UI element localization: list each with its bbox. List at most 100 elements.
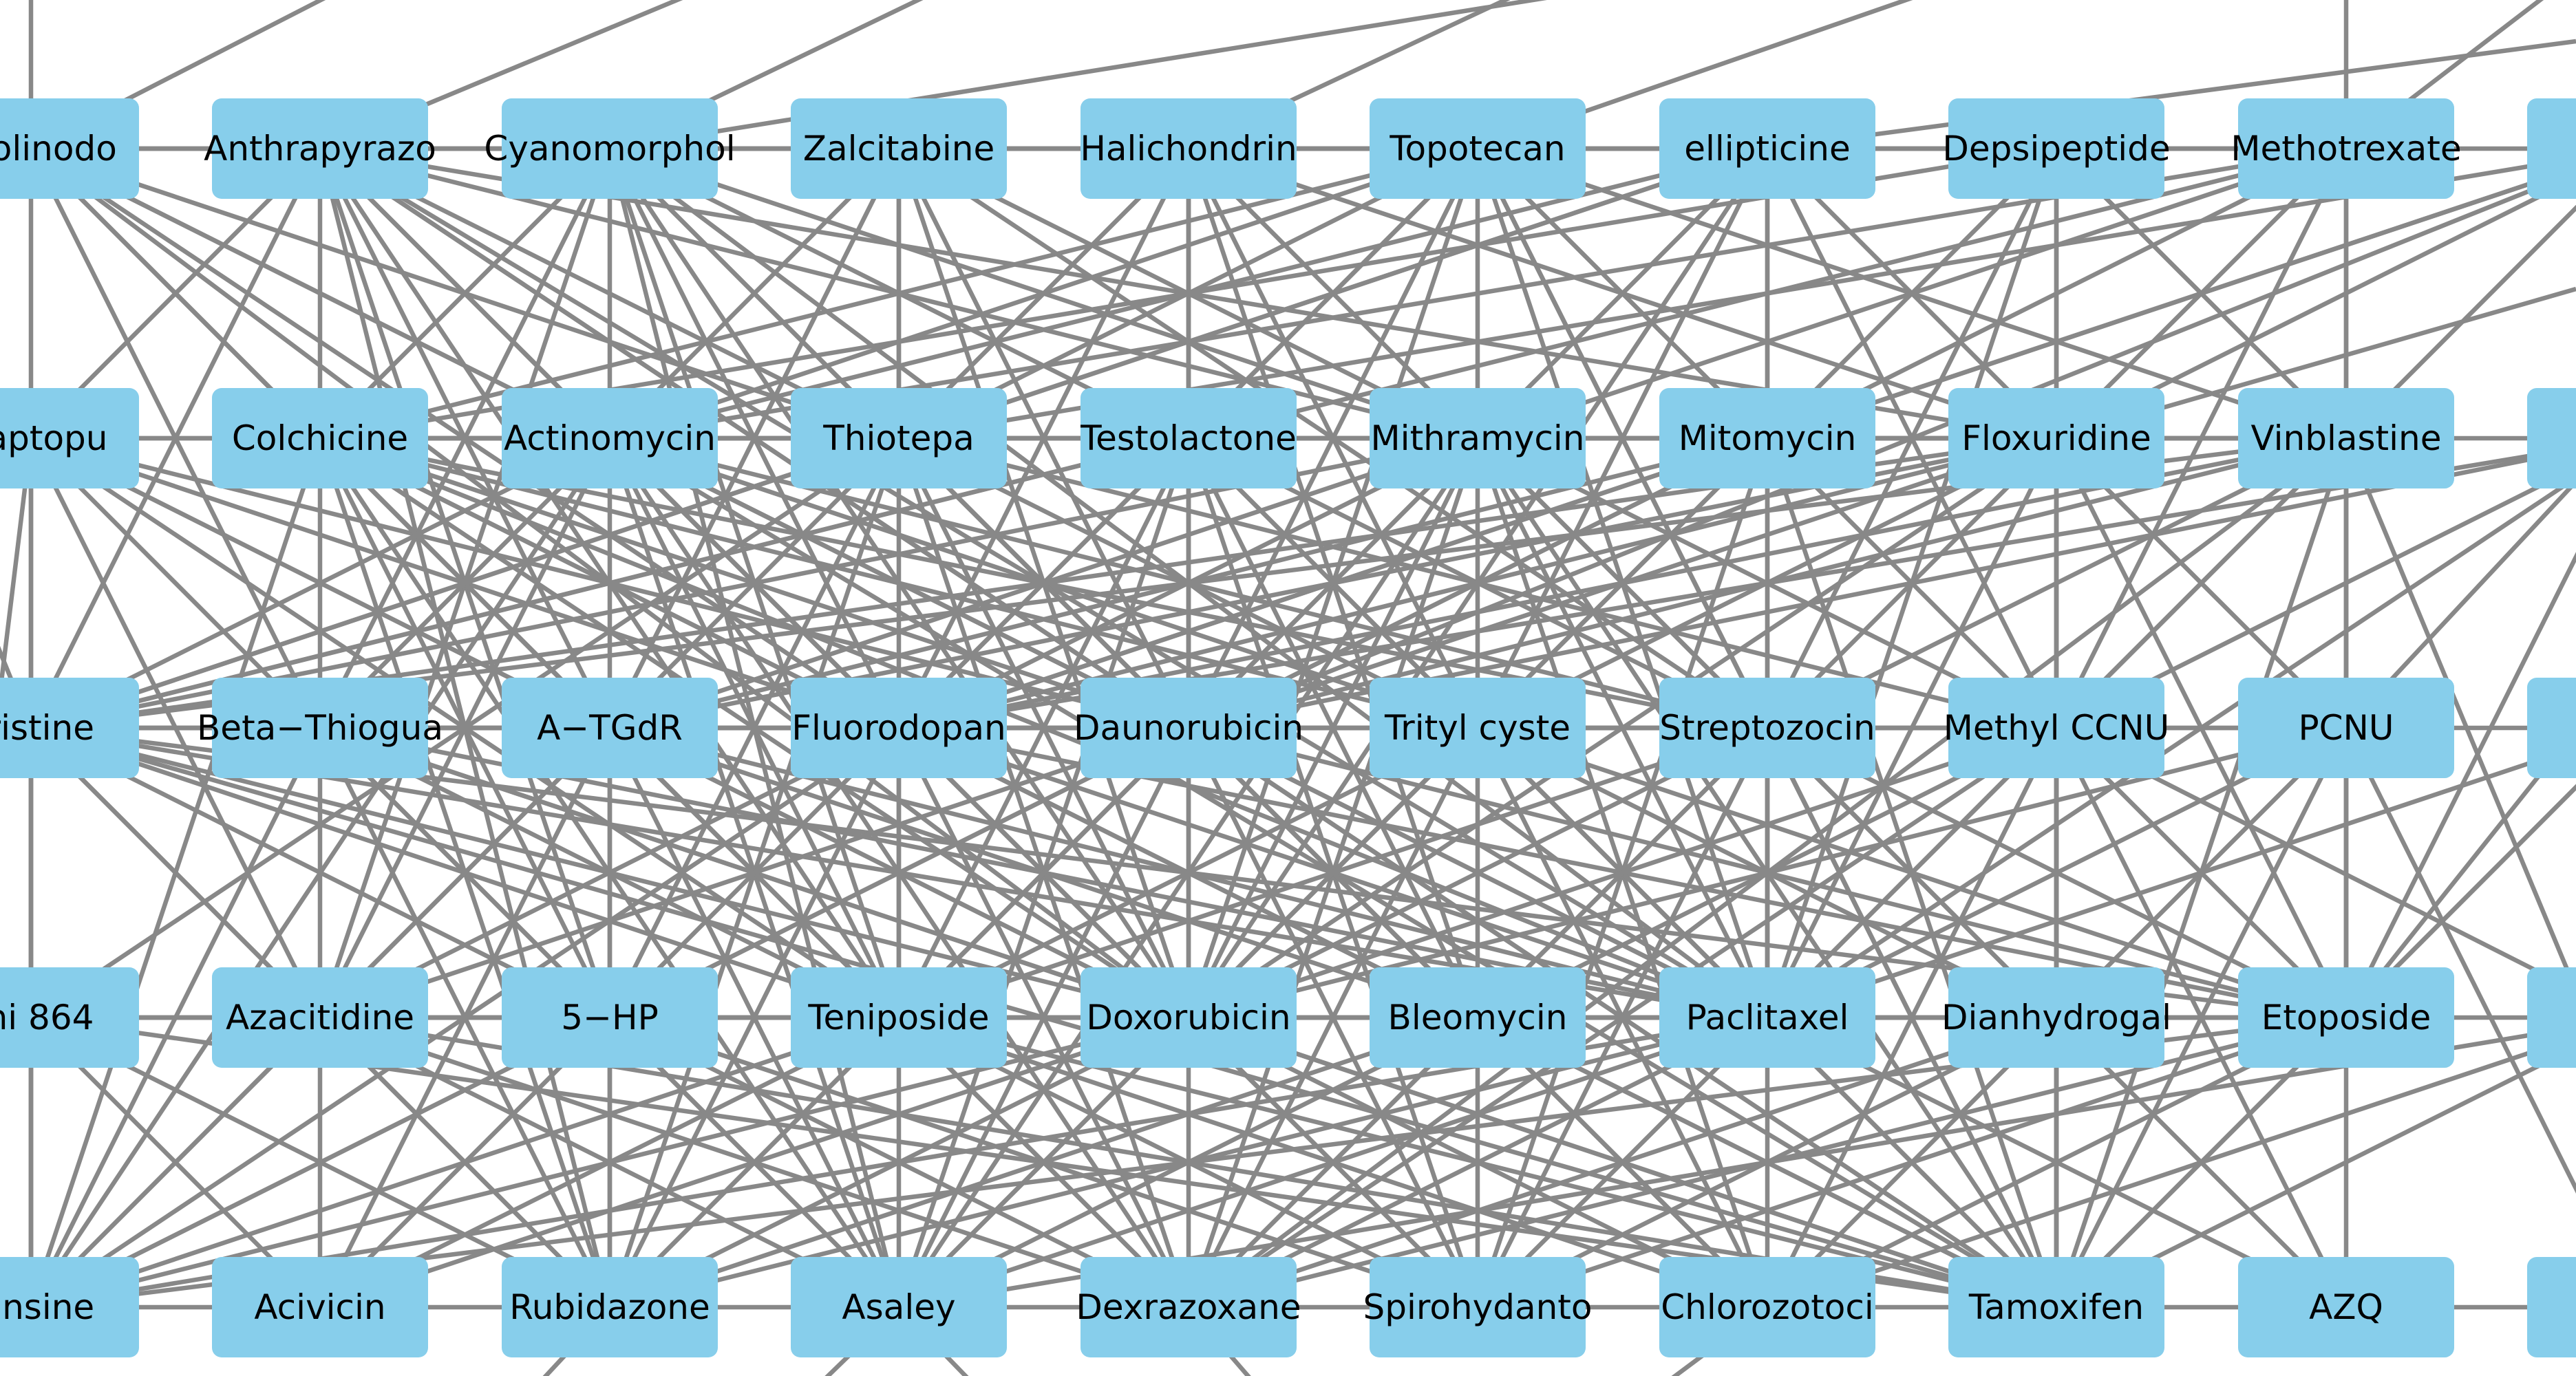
graph-node[interactable]: Depsipeptide [1942,98,2171,199]
node-box[interactable] [1948,678,2164,778]
graph-node[interactable]: cristine [0,678,139,778]
node-box[interactable] [502,388,718,488]
graph-node[interactable]: Beta−Thiogua [197,678,443,778]
node-box[interactable] [1948,98,2164,199]
graph-node[interactable]: shi 864 [0,967,139,1068]
graph-node[interactable]: Anthrapyrazo [204,98,436,199]
graph-node[interactable]: Asaley [791,1257,1007,1357]
graph-node[interactable]: Cholinodo [0,98,139,199]
node-box[interactable] [502,98,718,199]
node-box[interactable] [0,678,139,778]
node-box[interactable] [2527,1257,2576,1357]
graph-node[interactable]: PCNU [2238,678,2454,778]
node-box[interactable] [212,388,428,488]
graph-node[interactable]: ellipticine [1659,98,1875,199]
graph-node[interactable]: Azacitidine [212,967,428,1068]
graph-node[interactable]: N−P [2527,1257,2576,1357]
node-box[interactable] [791,98,1007,199]
graph-node[interactable]: Teniposide [791,967,1007,1068]
node-box[interactable] [0,98,139,199]
node-box[interactable] [1370,388,1586,488]
graph-node[interactable]: Colchicine [212,388,428,488]
node-box[interactable] [502,967,718,1068]
node-box[interactable] [2238,967,2454,1068]
graph-node[interactable]: 5−HP [502,967,718,1068]
node-box[interactable] [791,678,1007,778]
graph-node[interactable]: Paclitaxel [1659,967,1875,1068]
node-box[interactable] [1370,98,1586,199]
node-box[interactable] [1370,1257,1586,1357]
graph-node[interactable] [2527,678,2576,778]
graph-node[interactable]: Floxuridine [1948,388,2164,488]
node-box[interactable] [1370,678,1586,778]
graph-node[interactable]: Cyanomorphol [484,98,736,199]
graph-node[interactable]: Fluorodopan [791,678,1007,778]
graph-node[interactable]: Bleomycin [1370,967,1586,1068]
node-box[interactable] [1948,388,2164,488]
node-box[interactable] [212,1257,428,1357]
node-box[interactable] [1659,98,1875,199]
graph-node[interactable]: Trityl cyste [1370,678,1586,778]
node-box[interactable] [2527,678,2576,778]
graph-node[interactable]: T [2527,967,2576,1068]
node-box[interactable] [2238,1257,2454,1357]
graph-node[interactable]: Dianhydrogal [1941,967,2171,1068]
node-box[interactable] [212,98,428,199]
node-box[interactable] [1659,967,1875,1068]
node-box[interactable] [1081,1257,1297,1357]
node-box[interactable] [1370,967,1586,1068]
graph-node[interactable]: Mitomycin [1659,388,1875,488]
node-box[interactable] [2527,967,2576,1068]
node-box[interactable] [1081,388,1297,488]
graph-node[interactable]: AZQ [2238,1257,2454,1357]
graph-node[interactable]: Streptozocin [1659,678,1875,778]
node-box[interactable] [2238,678,2454,778]
node-box[interactable] [791,967,1007,1068]
graph-node[interactable]: 6-T [2527,98,2576,199]
node-box[interactable] [1081,967,1297,1068]
node-box[interactable] [2527,388,2576,488]
graph-node[interactable]: Tamoxifen [1948,1257,2164,1357]
graph-node[interactable]: Rubidazone [502,1257,718,1357]
node-box[interactable] [502,678,718,778]
node-box[interactable] [0,388,139,488]
graph-node[interactable]: Cy [2527,388,2576,488]
node-box[interactable] [502,1257,718,1357]
node-box[interactable] [2527,98,2576,199]
graph-node[interactable]: Halichondrin [1080,98,1297,199]
node-box[interactable] [212,967,428,1068]
graph-node[interactable]: Topotecan [1370,98,1586,199]
node-box[interactable] [2238,98,2454,199]
graph-node[interactable]: rcaptopu [0,388,139,488]
graph-node[interactable]: tansine [0,1257,139,1357]
node-box[interactable] [1659,678,1875,778]
node-box[interactable] [1081,98,1297,199]
graph-node[interactable]: Testolactone [1080,388,1297,488]
node-box[interactable] [0,1257,139,1357]
node-box[interactable] [1659,388,1875,488]
node-box[interactable] [0,967,139,1068]
graph-node[interactable]: Acivicin [212,1257,428,1357]
node-box[interactable] [2238,388,2454,488]
graph-node[interactable]: Chlorozotoci [1659,1257,1875,1357]
node-box[interactable] [1948,967,2164,1068]
node-box[interactable] [1659,1257,1875,1357]
node-box[interactable] [1081,678,1297,778]
graph-node[interactable]: Spirohydanto [1363,1257,1593,1357]
graph-node[interactable]: Actinomycin [502,388,718,488]
graph-node[interactable]: A−TGdR [502,678,718,778]
node-box[interactable] [791,388,1007,488]
node-box[interactable] [791,1257,1007,1357]
node-box[interactable] [1948,1257,2164,1357]
graph-node[interactable]: Thiotepa [791,388,1007,488]
graph-node[interactable]: Mithramycin [1370,388,1586,488]
graph-node[interactable]: Zalcitabine [791,98,1007,199]
node-box[interactable] [212,678,428,778]
graph-node[interactable]: Vinblastine [2238,388,2454,488]
graph-node[interactable]: Methotrexate [2231,98,2462,199]
graph-node[interactable]: Etoposide [2238,967,2454,1068]
graph-node[interactable]: Methyl CCNU [1944,678,2169,778]
graph-node[interactable]: Doxorubicin [1081,967,1297,1068]
graph-node[interactable]: Daunorubicin [1074,678,1303,778]
graph-node[interactable]: Dexrazoxane [1076,1257,1301,1357]
